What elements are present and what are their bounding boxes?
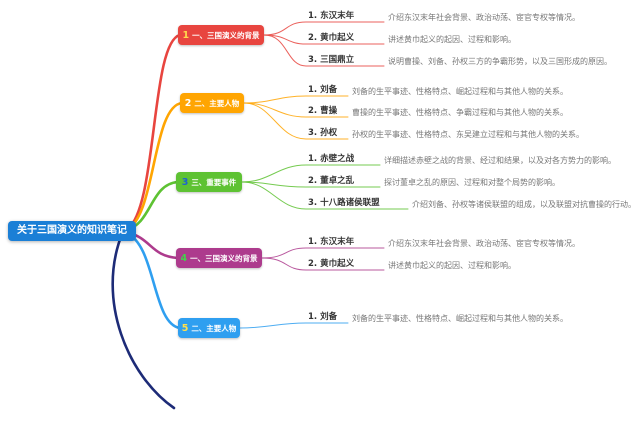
branch-topic-5[interactable]: 5 二、主要人物 (178, 318, 240, 338)
subtopic[interactable]: 2. 董卓之乱 (308, 176, 355, 186)
branch-number: 2 (184, 97, 192, 109)
subtopic-detail[interactable]: 详细描述赤壁之战的背景、经过和结果，以及对各方势力的影响。 (384, 156, 616, 165)
branch-label: 三、重要事件 (191, 177, 237, 187)
subtopic[interactable]: 3. 十八路诸侯联盟 (308, 198, 380, 208)
subtopic-detail[interactable]: 曹操的生平事迹、性格特点、争霸过程和与其他人物的关系。 (352, 108, 568, 117)
subtopic[interactable]: 1. 东汉末年 (308, 237, 355, 247)
subtopic[interactable]: 1. 赤壁之战 (308, 154, 355, 164)
branch-number: 3 (181, 176, 189, 188)
subtopic-detail[interactable]: 讲述黄巾起义的起因、过程和影响。 (388, 35, 516, 44)
subtopic-detail[interactable]: 说明曹操、刘备、孙权三方的争霸形势，以及三国形成的原因。 (388, 57, 612, 66)
branch-topic-1[interactable]: 1 一、三国演义的背景 (178, 25, 264, 45)
branch-number: 5 (181, 322, 189, 334)
branch-topic-4[interactable]: 4 一、三国演义的背景 (176, 248, 262, 268)
subtopic-detail[interactable]: 刘备的生平事迹、性格特点、崛起过程和与其他人物的关系。 (352, 314, 568, 323)
subtopic-detail[interactable]: 孙权的生平事迹、性格特点、东吴建立过程和与其他人物的关系。 (352, 130, 584, 139)
branch-curve (124, 33, 182, 232)
branch-label: 一、三国演义的背景 (192, 30, 260, 40)
subtopic[interactable]: 2. 黄巾起义 (308, 33, 355, 43)
tail-curve (111, 232, 176, 410)
subtopic-detail[interactable]: 讲述黄巾起义的起因、过程和影响。 (388, 261, 516, 270)
branch-topic-3[interactable]: 3 三、重要事件 (176, 172, 242, 192)
subtopic[interactable]: 1. 东汉末年 (308, 11, 355, 21)
subtopic-connector (239, 322, 349, 329)
subtopic-connector (241, 164, 381, 183)
subtopic[interactable]: 1. 刘备 (308, 85, 338, 95)
subtopic[interactable]: 3. 孙权 (308, 128, 338, 138)
branch-label: 二、主要人物 (191, 323, 237, 333)
subtopic-connector (263, 34, 385, 67)
subtopic-detail[interactable]: 介绍东汉末年社会背景、政治动荡、宦官专权等情况。 (388, 239, 580, 248)
branch-topic-2[interactable]: 2 二、主要人物 (180, 93, 244, 113)
branch-number: 1 (182, 29, 190, 41)
subtopic-connector (241, 181, 381, 188)
subtopic[interactable]: 3. 三国鼎立 (308, 55, 355, 65)
branch-label: 二、主要人物 (194, 98, 240, 108)
subtopic-connector (261, 247, 385, 259)
subtopic-connector (263, 21, 385, 36)
subtopic-detail[interactable]: 刘备的生平事迹、性格特点、崛起过程和与其他人物的关系。 (352, 87, 568, 96)
subtopic-detail[interactable]: 介绍东汉末年社会背景、政治动荡、宦官专权等情况。 (388, 13, 580, 22)
subtopic-detail[interactable]: 介绍刘备、孙权等诸侯联盟的组成，以及联盟对抗曹操的行动。 (412, 200, 636, 209)
subtopic-connector (263, 34, 385, 45)
subtopic[interactable]: 2. 曹操 (308, 106, 338, 116)
subtopic-detail[interactable]: 探讨董卓之乱的原因、过程和对整个局势的影响。 (384, 178, 560, 187)
subtopic-connector (243, 102, 349, 118)
subtopic-connector (261, 257, 385, 271)
subtopic[interactable]: 1. 刘备 (308, 312, 338, 322)
subtopic-connector (243, 95, 349, 104)
branch-label: 一、三国演义的背景 (190, 253, 258, 263)
subtopic-connector (241, 181, 409, 210)
subtopic[interactable]: 2. 黄巾起义 (308, 259, 355, 269)
subtopic-connector (243, 102, 349, 140)
branch-number: 4 (180, 252, 188, 264)
branch-curve (124, 101, 184, 232)
root-node[interactable]: 关于三国演义的知识笔记 (8, 221, 136, 241)
